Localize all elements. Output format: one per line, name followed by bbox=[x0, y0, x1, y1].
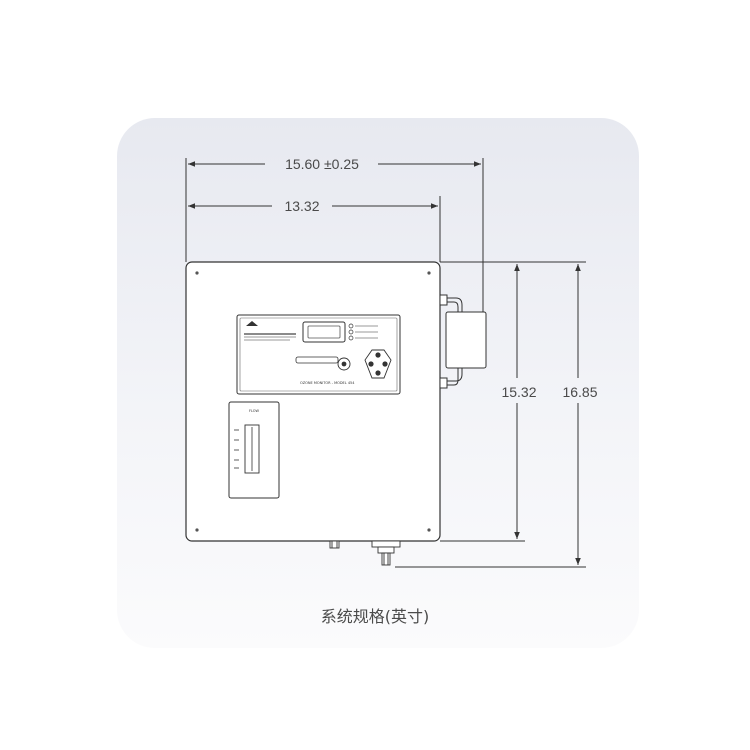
bottom-fittings bbox=[329, 540, 401, 566]
key-slot bbox=[295, 356, 339, 364]
body-height-label: 15.32 bbox=[501, 384, 536, 400]
dimension-overall-width: 15.60 ±0.25 bbox=[188, 156, 481, 172]
side-module bbox=[439, 294, 487, 389]
screw-icon bbox=[195, 528, 199, 532]
flow-meter: FLOW bbox=[228, 401, 280, 499]
device-enclosure bbox=[185, 261, 441, 542]
overall-width-label: 15.60 ±0.25 bbox=[285, 156, 359, 172]
dimension-body-height: 15.32 bbox=[501, 264, 537, 539]
extension-lines bbox=[185, 158, 586, 568]
keypad bbox=[364, 349, 392, 379]
keypad-down-icon bbox=[375, 370, 381, 376]
caption: 系统规格(英寸) bbox=[320, 607, 430, 626]
dimension-overall-height: 16.85 bbox=[562, 264, 598, 565]
keypad-up-icon bbox=[375, 352, 381, 358]
dimension-body-width: 13.32 bbox=[188, 198, 438, 214]
model-text: OZONE MONITOR - MODEL 454 bbox=[300, 381, 355, 385]
screw-icon bbox=[427, 271, 431, 275]
keypad-left-icon bbox=[368, 361, 374, 367]
flow-label: FLOW bbox=[249, 409, 260, 413]
body-width-label: 13.32 bbox=[284, 198, 319, 214]
status-leds bbox=[348, 323, 354, 341]
display-screen bbox=[307, 325, 341, 339]
logo-icon bbox=[246, 321, 258, 326]
control-panel: OZONE MONITOR - MODEL 454 bbox=[236, 314, 401, 395]
keypad-right-icon bbox=[382, 361, 388, 367]
screw-icon bbox=[195, 271, 199, 275]
overall-height-label: 16.85 bbox=[562, 384, 597, 400]
screw-icon bbox=[427, 528, 431, 532]
